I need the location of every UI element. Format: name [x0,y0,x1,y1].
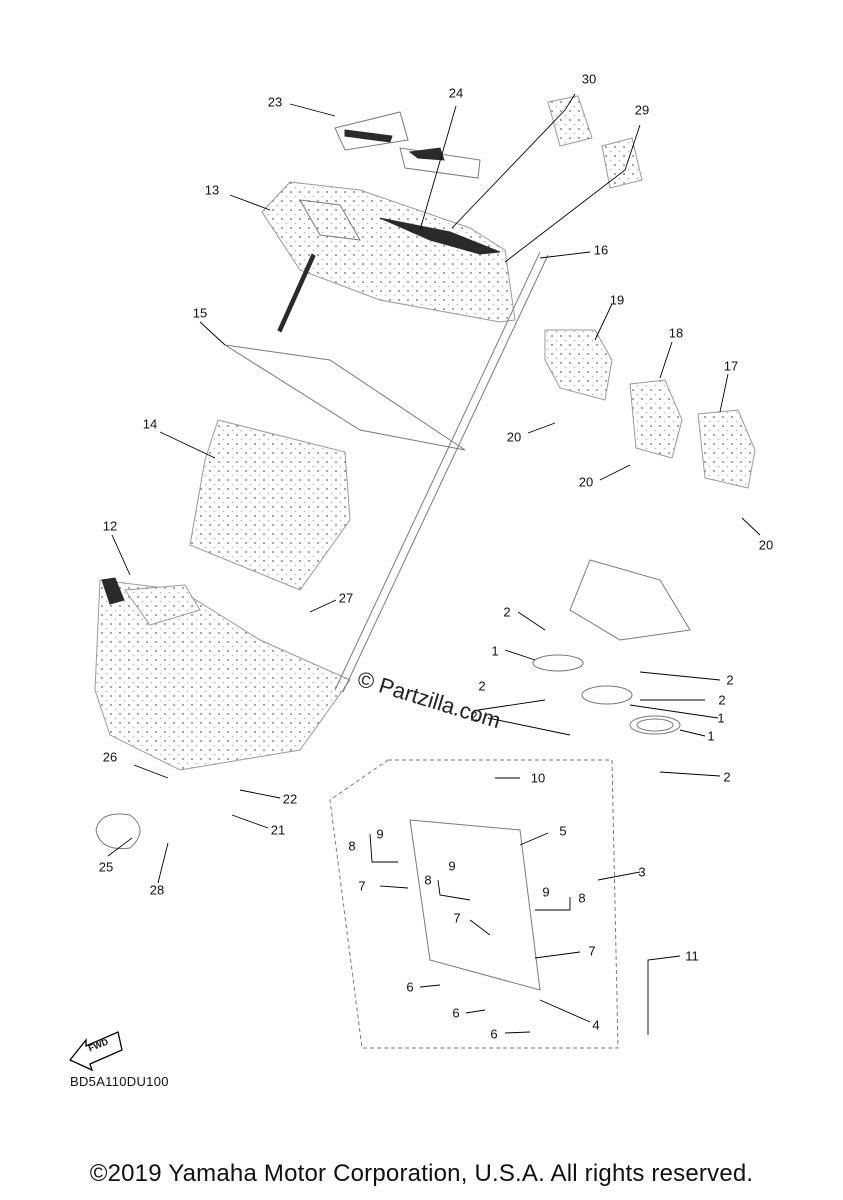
part-13-airbox-cover [261,181,516,323]
callout-7b: 7 [453,910,461,926]
callout-24: 24 [448,85,464,101]
callout-16: 16 [593,242,609,258]
callout-23: 23 [267,94,283,110]
callout-18: 18 [668,325,684,341]
callout-27: 27 [338,590,354,606]
callout-26: 26 [102,749,118,765]
callout-8c: 8 [578,890,586,906]
callout-21: 21 [270,822,286,838]
part-19-funnel [544,329,613,401]
callout-2d: 2 [478,678,486,694]
callout-8b: 8 [424,872,432,888]
leader-lines [107,93,761,1035]
callout-7c: 7 [588,943,596,959]
part-3-assembly-box [329,759,619,1049]
callout-11: 11 [685,948,699,964]
callout-2b: 2 [726,672,734,688]
callout-14: 14 [142,416,158,432]
callout-10: 10 [530,770,546,786]
callout-1a: 1 [491,643,499,659]
callout-2a: 2 [503,604,511,620]
part-17-funnel [697,409,756,489]
callout-29: 29 [634,102,650,118]
callout-22: 22 [282,791,298,807]
part-3-linkage [409,819,541,991]
callout-6b: 6 [452,1005,460,1021]
callout-20a: 20 [506,429,522,445]
copyright-notice: ©2019 Yamaha Motor Corporation, U.S.A. A… [89,1160,754,1187]
part-15-gasket [224,344,466,451]
callout-5: 5 [559,823,567,839]
callout-17: 17 [723,358,739,374]
part-23-plate [334,111,409,151]
callout-6c: 6 [490,1026,498,1042]
callout-19: 19 [609,292,625,308]
callout-30: 30 [581,71,597,87]
fwd-arrow-icon [68,1031,123,1072]
part-24-duct [399,147,481,179]
callout-1c: 1 [707,728,715,744]
callout-15: 15 [192,305,208,321]
callout-9c: 9 [542,884,550,900]
callout-9a: 9 [376,826,384,842]
callout-25: 25 [98,859,114,875]
callout-12: 12 [102,518,118,534]
callout-20c: 20 [758,537,774,553]
callout-8a: 8 [348,838,356,854]
callout-2f: 2 [723,769,731,785]
parts-diagram [68,93,761,1072]
part-13-tube-line [277,253,316,333]
callout-2c: 2 [718,692,726,708]
part-29-pad [601,137,643,189]
part-30-pad [547,95,593,147]
part-1-joints [532,654,681,735]
diagram-code: BD5A110DU100 [70,1074,169,1089]
part-18-funnel [629,379,683,459]
part-14-filter [189,419,351,591]
part-25-clamp [95,813,141,850]
callout-7a: 7 [358,878,366,894]
callout-3: 3 [638,864,646,880]
callout-6a: 6 [406,979,414,995]
part-throttle-area [569,559,691,641]
callout-4: 4 [592,1017,600,1033]
callout-28: 28 [149,882,165,898]
callout-20b: 20 [578,474,594,490]
part-16-rod [334,251,541,691]
callout-9b: 9 [448,858,456,874]
callout-13: 13 [204,182,220,198]
callout-2e: 2 [470,708,478,724]
callout-1b: 1 [717,710,725,726]
part-12-airbox-lower [94,577,351,771]
